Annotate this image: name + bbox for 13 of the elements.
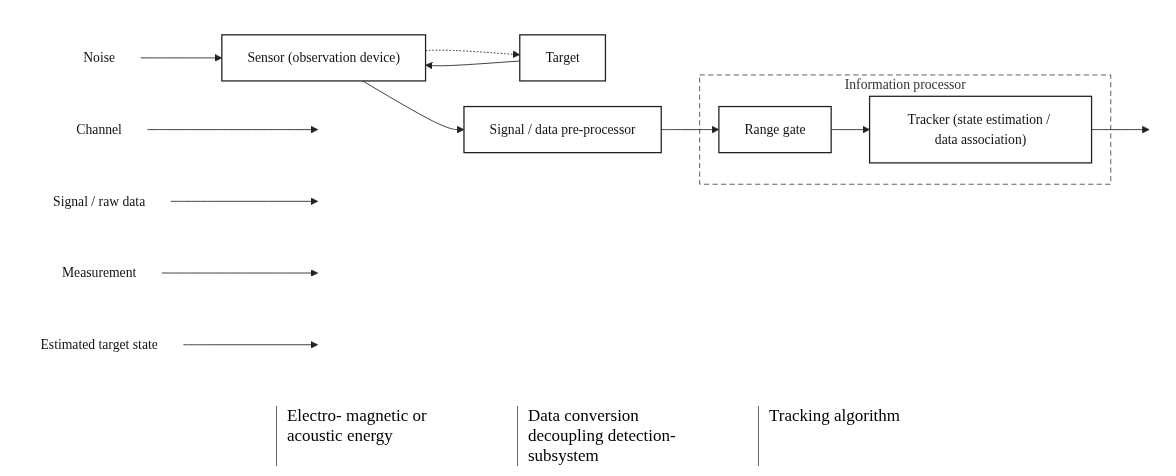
- process-box: Target: [519, 33, 607, 82]
- callout-text: Signal / raw data: [53, 193, 146, 208]
- note-text: Tracking algorithm: [757, 406, 901, 466]
- process-box: Signal / data pre-processor: [463, 105, 662, 153]
- callout-text: Measurement: [61, 265, 137, 280]
- process-box: Tracker (state estimation / data association): [868, 95, 1093, 164]
- process-box: Range gate: [718, 105, 832, 153]
- process-box: Sensor (observation device): [221, 33, 427, 82]
- callout-text: Channel: [76, 121, 122, 137]
- callout-text: Noise: [83, 49, 116, 65]
- callout-text: Estimated target state: [40, 336, 158, 352]
- note-text: Data conversion decoupling detection- subsystem: [516, 406, 698, 466]
- note-text: Electro- magnetic or acoustic energy: [275, 406, 457, 466]
